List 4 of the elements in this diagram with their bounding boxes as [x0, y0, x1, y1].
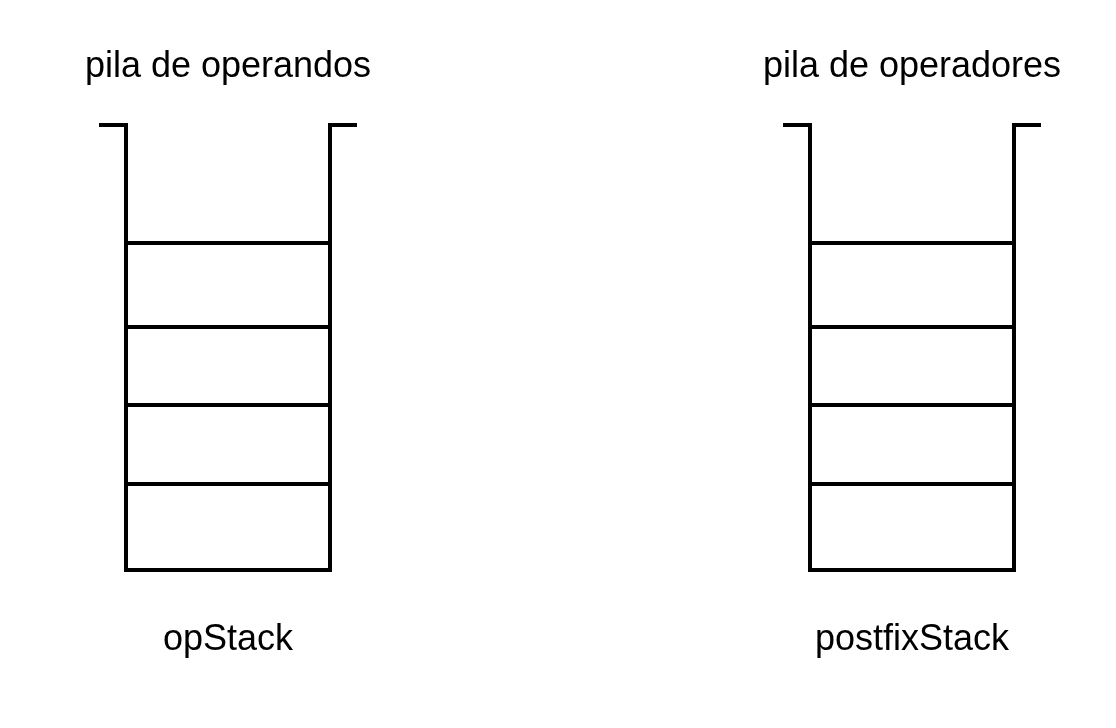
stack-name: postfixStack — [813, 618, 1011, 658]
stack-name: opStack — [161, 618, 295, 658]
stack-title: pila de operadores — [761, 45, 1063, 85]
stack-title: pila de operandos — [83, 45, 373, 85]
